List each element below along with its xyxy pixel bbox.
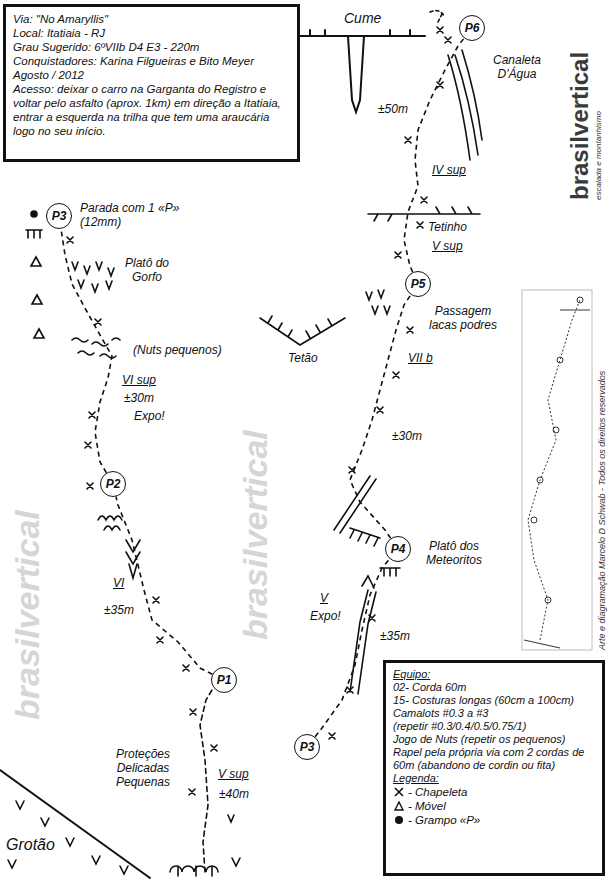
bolt-p-dot [31,211,37,217]
route-note: Cume [344,10,381,26]
ledge-marks [26,230,42,238]
legend-symbol [393,800,405,812]
crack-arrow [126,540,140,578]
brand-logo: brasilvertical [566,52,594,200]
cam-symbols [31,257,44,338]
station-number: P2 [106,477,121,491]
mini-topo [522,290,592,650]
box-text: Rapel pela própria via com 2 cordas de 6… [393,746,595,772]
station-number: P4 [391,542,406,556]
legend-text: - Móvel [408,799,446,813]
box-text: 15- Costuras longas (60cm a 100cm) [393,694,595,707]
box-text: Conquistadores: Karina Filgueiras e Bito… [13,54,290,68]
box-text: Via: "No Amaryllis" [13,12,290,26]
belay-station: P5 [405,271,431,297]
credit-text: escalada e montanhismo [594,111,603,200]
box-text: Equipo: [393,668,595,681]
route-note: (Nuts pequenos) [133,344,222,358]
belay-station: P3 [46,203,72,229]
route-note: Expo! [134,410,165,424]
tetao-overhang [260,316,345,345]
summit-line [300,30,425,112]
belay-station: P2 [100,471,126,497]
legend-text: - Grampo «P» [408,813,480,827]
water-channel [448,50,482,160]
route-note: ±30m [124,392,154,406]
route-note: V [320,592,328,606]
route-line [404,38,464,272]
route-line [61,229,112,473]
route-note: Platô do Gorfo [124,257,170,285]
box-text: (repetir #0.3/0.4/0.5/0.75/1) [393,720,595,733]
tetinho-overhang [368,207,480,221]
route-note: Canaleta D'Água [482,54,552,82]
bolt-cross [395,788,403,796]
belay-station: P3 [294,734,320,760]
info-box: Via: "No Amaryllis"Local: Itatiaia - RJG… [3,4,300,162]
box-text: Local: Itatiaia - RJ [13,26,290,40]
route-note: Proteções Delicadas Pequenas [106,748,180,789]
route-note: Passagem lacas podres [422,305,504,333]
station-number: P3 [52,209,67,223]
p5-grass [366,290,390,314]
box-text: 02- Corda 60m [393,681,595,694]
legend-symbol [393,814,405,826]
cam-triangle [395,802,403,810]
legend-row: - Grampo «P» [393,813,595,827]
box-text: Acesso: deixar o carro na Garganta do Re… [13,82,290,138]
station-number: P1 [217,673,232,687]
watermark: brasilvertical [236,430,275,640]
route-note: ±50m [378,103,408,117]
route-note: V sup [218,768,249,782]
bushes [170,866,218,876]
station-number: P5 [411,277,426,291]
route-note: VI sup [122,374,156,388]
route-start [200,690,212,872]
route-note: Platô dos Meteoritos [416,540,492,568]
nut-cracks [72,338,120,358]
route-note: Tetinho [428,221,467,235]
plateau-grass [72,262,114,292]
route-note: Expo! [310,610,341,624]
route-note: ±35m [380,630,410,644]
box-text: Jogo de Nuts (repetir os pequenos) [393,733,595,746]
belay-station: P1 [211,667,237,693]
watermark: brasilvertical [8,510,47,720]
bush-marks [98,516,122,530]
route-note: Grotão [6,836,55,854]
legend-text: - Chapeleta [408,785,467,799]
route-note: ±30m [392,430,422,444]
route-note: Parada com 1 «P» (12mm) [80,202,192,230]
legend-row: - Móvel [393,799,595,813]
route-note: IV sup [432,164,466,178]
box-text: Legenda: [393,772,595,785]
belay-station: P4 [385,536,411,562]
legend-symbol [393,786,405,798]
legend-row: - Chapeleta [393,785,595,799]
box-text: Agosto / 2012 [13,68,290,82]
diagonal-crack [334,476,376,533]
route-note: VI [113,577,124,591]
box-text: Grau Sugerido: 6ºVIIb D4 E3 - 220m [13,40,290,54]
route-note: Tetão [288,352,318,366]
route-note: VII b [408,352,433,366]
route-note: V sup [432,240,463,254]
crack-arrow [350,576,376,694]
route-line [315,559,390,737]
station-number: P6 [465,21,480,35]
belay-station: P6 [459,15,485,41]
route-top [430,11,444,22]
route-line [350,295,411,539]
station-number: P3 [300,740,315,754]
route-note: ±40m [219,788,249,802]
box-text: Camalots #0.3 a #3 [393,707,595,720]
route-line [116,497,212,675]
credit-text: Arte e diagramação Marcelo D Schwab - To… [597,371,607,650]
equipment-box: Equipo:02- Corda 60m15- Costuras longas … [383,660,605,876]
p-bolt-dot [395,816,403,824]
route-note: ±35m [104,604,134,618]
